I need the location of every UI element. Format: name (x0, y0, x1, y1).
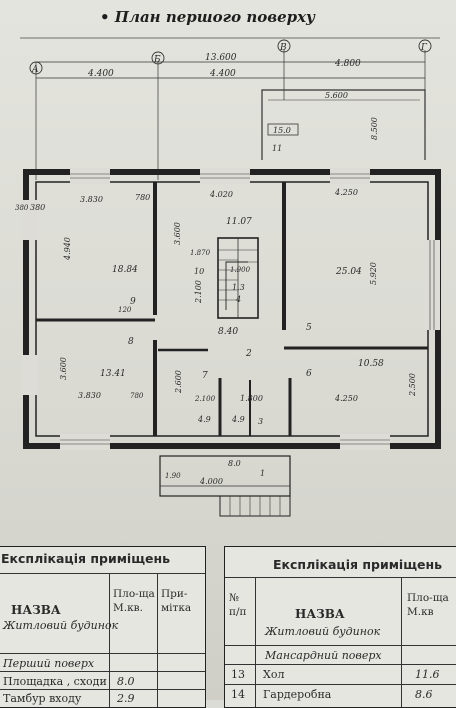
axis-label: В (279, 43, 287, 53)
dim-text: 780 (130, 392, 144, 400)
dim-text: 2.100 (194, 280, 203, 304)
axis-label: Г (420, 43, 428, 53)
table-right-col-sub: Житловий будинок (265, 625, 381, 638)
room-num-2: 2 (245, 349, 252, 359)
room-area-11: 15.0 (273, 126, 291, 135)
dim-text: 4.940 (63, 237, 72, 261)
dim-text: 1.870 (190, 249, 211, 257)
axis-marker-a: A (29, 61, 43, 75)
table-left-row-name: Тамбур входу (3, 692, 82, 705)
table-right-row-num: 13 (231, 668, 245, 681)
room-area-6: 10.58 (358, 359, 384, 369)
dim-text: 120 (118, 306, 132, 314)
floor-plan: A Б В Г 13.600 4.400 4.400 4.800 5.600 8… (15, 37, 441, 517)
room-area-5: 25.04 (335, 267, 362, 277)
dim-top-1: 4.400 (87, 69, 114, 79)
dim-text: 4.020 (209, 190, 233, 199)
table-right-col-area: Пло-ща М.кв (407, 592, 449, 618)
dim-text: 2.600 (174, 370, 183, 394)
room-num-3: 3 (258, 417, 263, 426)
room-area-8: 13.41 (100, 369, 126, 379)
dim-text: 3.600 (173, 222, 182, 245)
room-num-1: 1 (260, 469, 265, 478)
room-area-1: 8.0 (228, 459, 241, 468)
table-right-col-num: № п/п (229, 592, 247, 618)
dim-text: 3.830 (80, 195, 103, 204)
dim-text: 1.900 (230, 266, 251, 274)
room-num-9: 9 (130, 297, 136, 307)
table-left-col-sub: Житловий будинок (3, 619, 119, 632)
explication-table-right: Експлікація приміщень № п/п НАЗВА Житлов… (224, 546, 456, 708)
dim-text: 1.90 (165, 472, 181, 480)
table-right-title: Експлікація приміщень (273, 557, 443, 572)
room-num-6: 6 (306, 369, 312, 379)
table-left-title: Експлікація приміщень (1, 551, 171, 566)
room-num-4: 4 (235, 295, 241, 304)
room-area-7: 4.9 (197, 415, 211, 424)
table-left-row-name: Площадка , сходи (3, 675, 107, 688)
dim-terrace-depth: 8.500 (370, 117, 379, 140)
table-left-row-area: 8.0 (117, 675, 135, 688)
room-area-3: 4.9 (231, 415, 245, 424)
dim-top-2: 4.400 (209, 69, 236, 79)
room-area-10: 11.07 (226, 217, 252, 227)
room-area-2: 8.40 (218, 327, 238, 337)
axis-marker-g: Г (418, 39, 432, 53)
table-left-section: Перший поверх (3, 657, 95, 670)
dim-text: 4.000 (199, 477, 223, 486)
room-num-10: 10 (194, 267, 204, 276)
table-right-row-area: 8.6 (415, 688, 433, 701)
dim-text: 380 (15, 204, 29, 212)
dim-text: 4.250 (334, 188, 358, 197)
room-num-11: 11 (272, 144, 282, 153)
dim-text: 2.500 (408, 373, 417, 397)
table-right-row-name: Хол (263, 668, 285, 681)
dim-text: 380 (30, 203, 45, 212)
room-num-7: 7 (202, 371, 208, 381)
table-right-section: Мансардний поверх (265, 649, 382, 662)
dim-text: 5.920 (369, 262, 378, 285)
room-area-4: 1.3 (232, 283, 245, 292)
dim-terrace-width: 5.600 (325, 91, 348, 100)
table-right-col-name: НАЗВА (295, 607, 345, 621)
room-num-5: 5 (306, 323, 312, 333)
table-left-col-note: При-мітка (161, 588, 192, 614)
table-left-row-area: 2.9 (117, 692, 135, 705)
axis-label: A (31, 65, 39, 75)
table-left-col-name: НАЗВА (11, 603, 61, 617)
axis-marker-b: Б (151, 51, 165, 65)
dim-text: 4.250 (334, 394, 358, 403)
plan-title: • План першого поверху (100, 8, 316, 26)
dim-text: 3.830 (78, 391, 101, 400)
dim-text: 2.100 (194, 395, 216, 403)
room-area-9: 18.84 (112, 265, 138, 275)
dim-text: 3.600 (59, 357, 68, 380)
dim-text: 780 (135, 193, 150, 202)
axis-marker-v: В (277, 39, 291, 53)
table-left-col-area: Пло-ща М.кв. (113, 588, 155, 614)
table-right-row-name: Гардеробна (263, 688, 332, 701)
table-right-row-area: 11.6 (415, 668, 440, 681)
axis-label: Б (153, 55, 161, 65)
explication-table-left: Експлікація приміщень НАЗВА Житловий буд… (0, 546, 206, 708)
dim-text: 1.800 (240, 394, 263, 403)
dim-total: 13.600 (205, 53, 237, 63)
room-num-8: 8 (128, 337, 134, 347)
table-right-row-num: 14 (231, 688, 245, 701)
dim-top-3: 4.800 (334, 59, 361, 69)
